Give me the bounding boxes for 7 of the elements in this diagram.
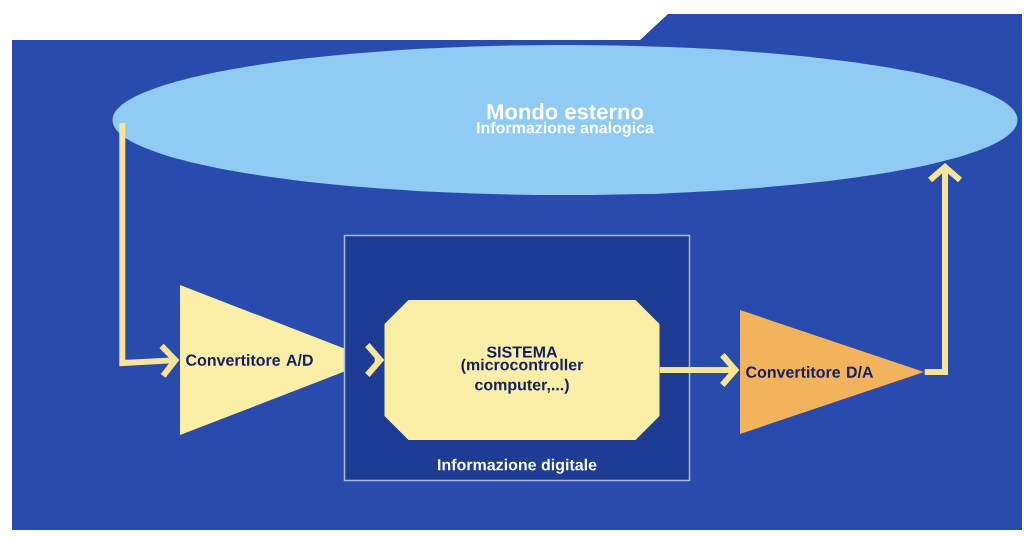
cloud-band: Mondo esterno Informazione analogica — [112, 45, 1018, 195]
arrow — [659, 353, 740, 387]
arrow — [924, 163, 962, 375]
system-box: SISTEMA (microcontroller computer,...) — [384, 300, 660, 440]
converter-triangle: Convertitore D/A — [740, 310, 924, 434]
arrow — [119, 123, 180, 378]
converter-triangle: Convertitore A/D — [180, 285, 374, 435]
